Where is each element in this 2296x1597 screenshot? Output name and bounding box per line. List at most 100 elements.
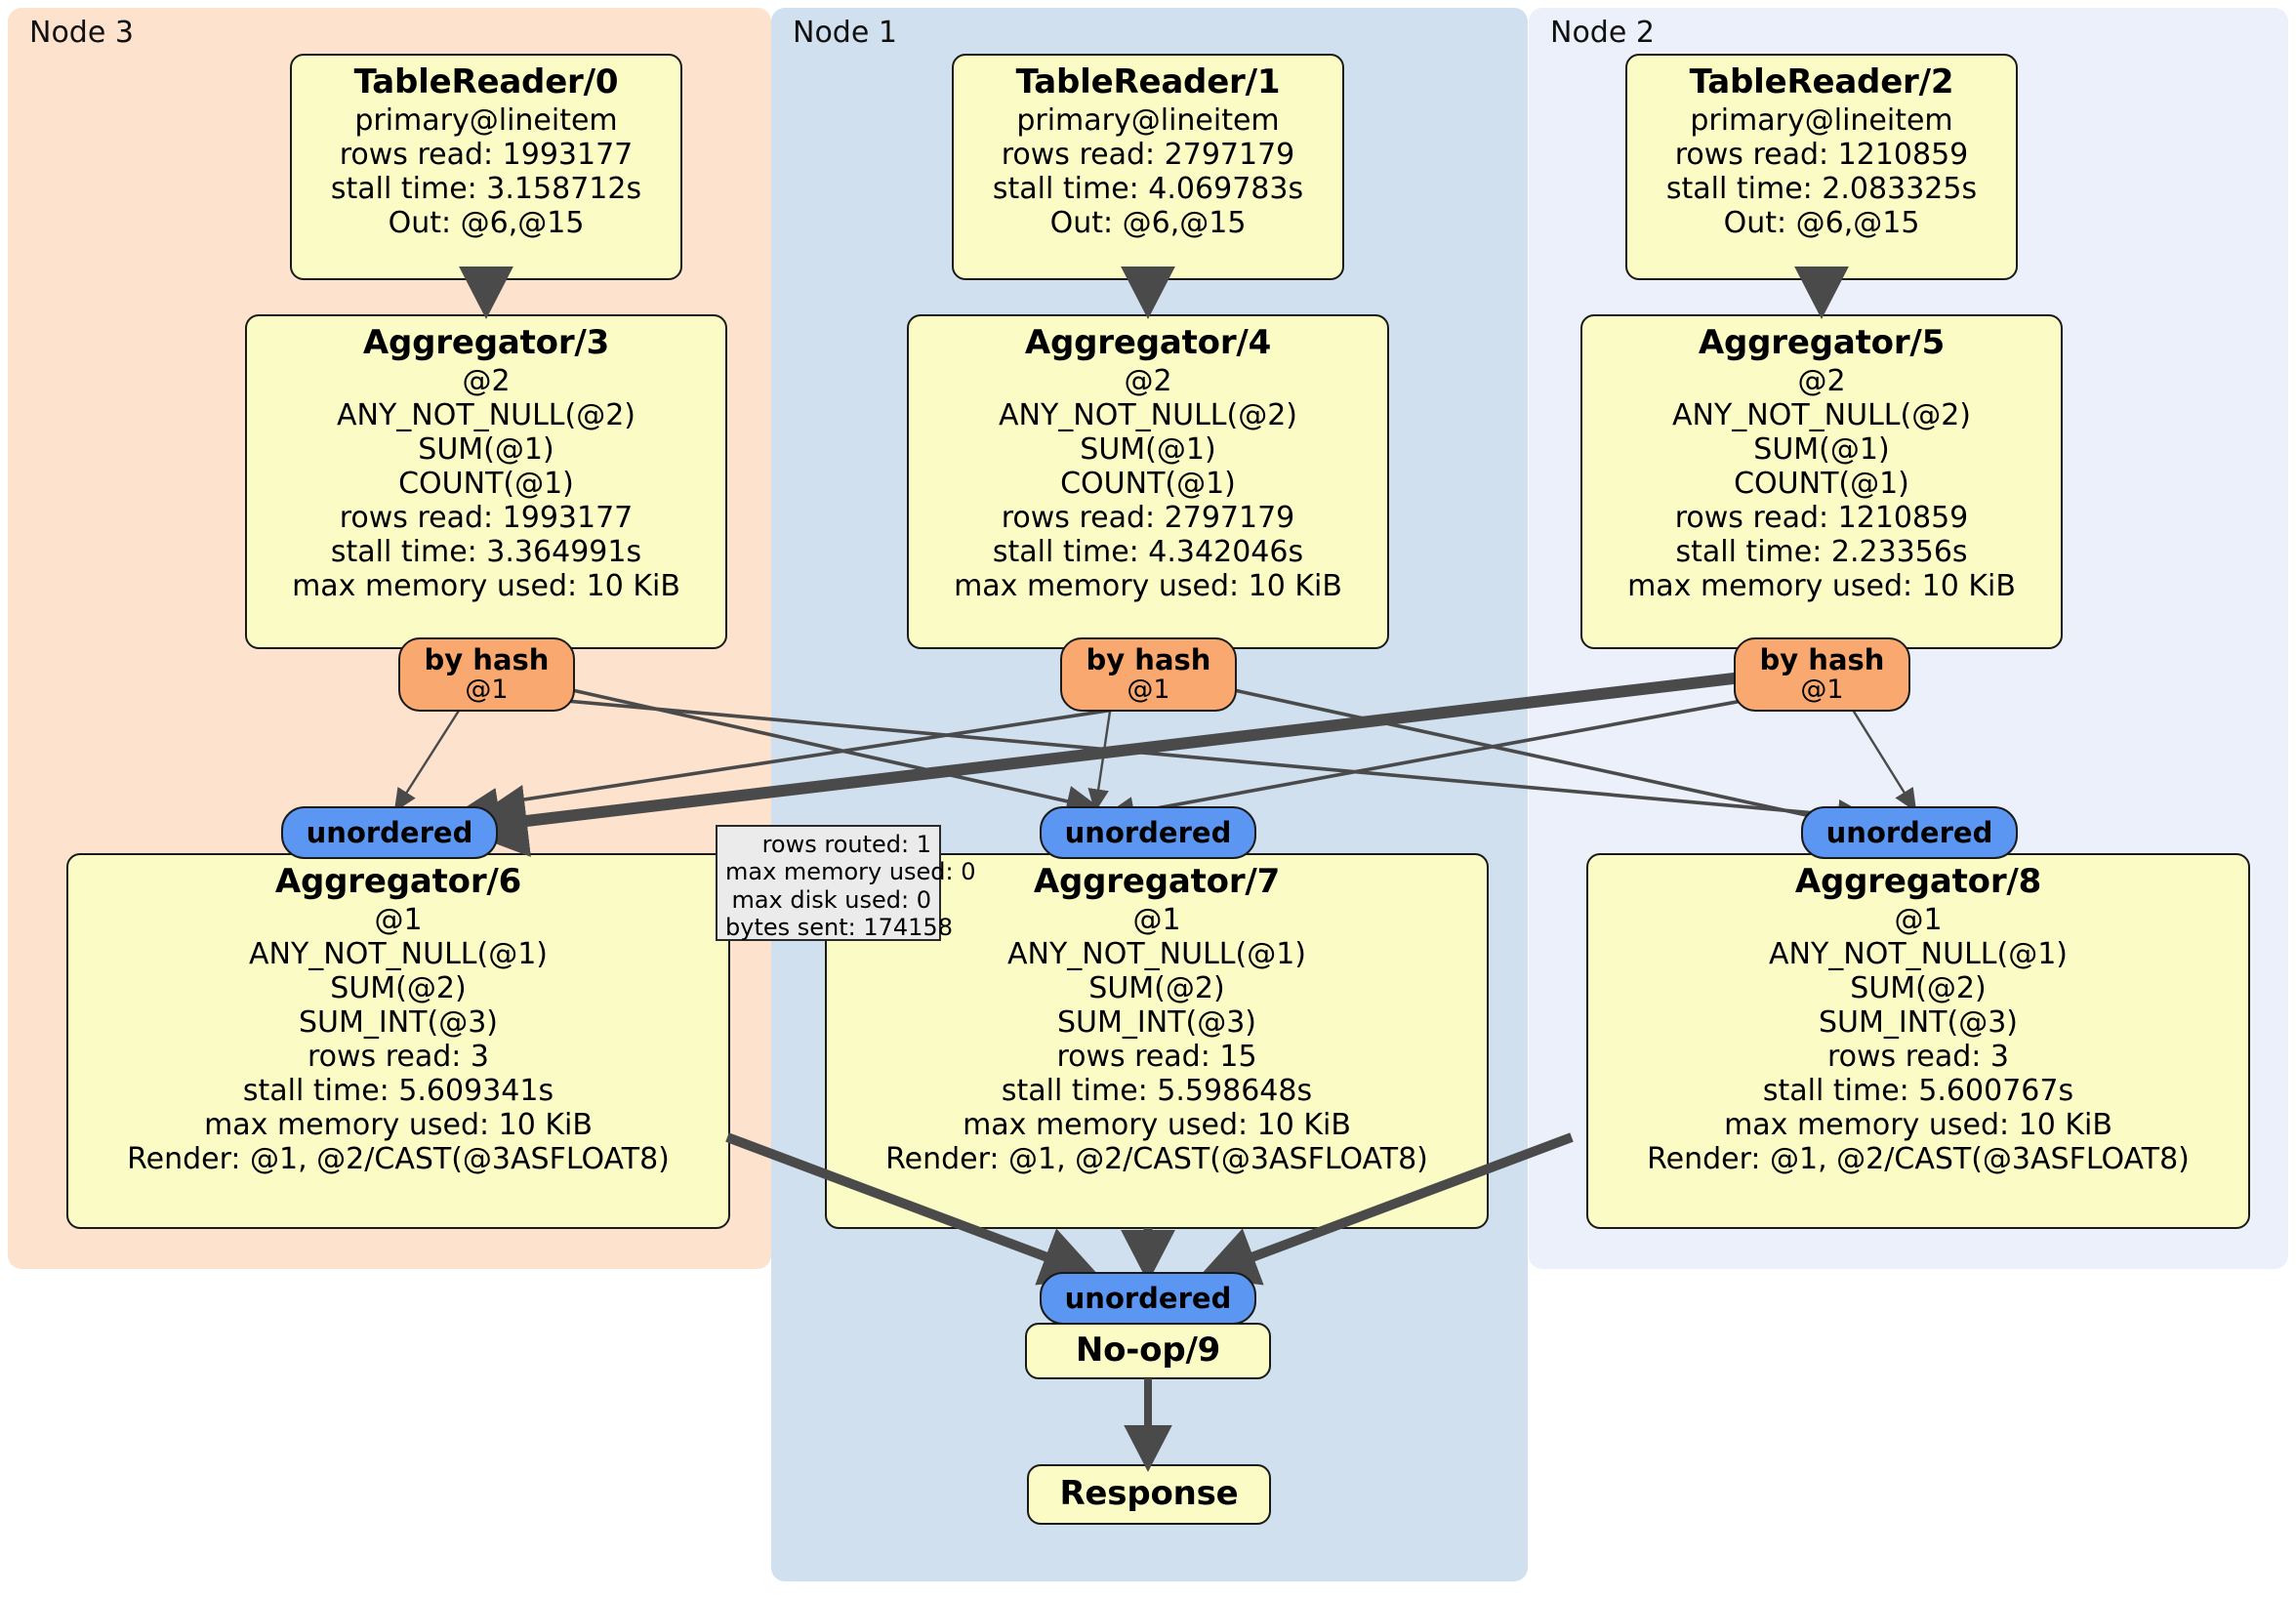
- operator-detail: max memory used: 10 KiB: [963, 1108, 1351, 1143]
- operator-title: TableReader/2: [1689, 62, 1954, 102]
- router-title: by hash: [1759, 642, 1885, 676]
- operator-title: No-op/9: [1075, 1331, 1221, 1371]
- operator-table-reader-1[interactable]: TableReader/1 primary@lineitem rows read…: [952, 54, 1344, 280]
- operator-detail: stall time: 5.609341s: [242, 1074, 554, 1109]
- operator-detail: rows read: 15: [1056, 1040, 1257, 1075]
- operator-detail: rows read: 2797179: [1001, 501, 1295, 536]
- operator-detail: ANY_NOT_NULL(@2): [337, 397, 636, 432]
- operator-detail: @2: [462, 363, 511, 398]
- router-title: unordered: [306, 815, 473, 849]
- operator-detail: rows read: 1993177: [339, 501, 634, 536]
- operator-table-reader-0[interactable]: TableReader/0 primary@lineitem rows read…: [290, 54, 682, 280]
- operator-detail: ANY_NOT_NULL(@1): [1007, 936, 1306, 971]
- operator-detail: rows read: 3: [307, 1040, 490, 1075]
- operator-detail: stall time: 2.083325s: [1665, 171, 1978, 206]
- operator-table-reader-2[interactable]: TableReader/2 primary@lineitem rows read…: [1625, 54, 2018, 280]
- operator-title: TableReader/1: [1015, 62, 1281, 102]
- operator-detail: rows read: 1210859: [1674, 137, 1969, 172]
- operator-detail: stall time: 2.23356s: [1675, 535, 1968, 570]
- router-subtitle: @1: [1800, 675, 1844, 706]
- cluster-label-node-3: Node 3: [29, 16, 134, 50]
- operator-detail: primary@lineitem: [1016, 102, 1280, 138]
- operator-detail: @2: [1797, 363, 1846, 398]
- router-unordered-8[interactable]: unordered: [1801, 806, 2018, 859]
- operator-detail: stall time: 5.600767s: [1762, 1074, 2074, 1109]
- operator-detail: stall time: 5.598648s: [1001, 1074, 1313, 1109]
- operator-detail: max memory used: 10 KiB: [954, 569, 1342, 604]
- operator-detail: Render: @1, @2/CAST(@3ASFLOAT8): [885, 1142, 1428, 1177]
- router-title: by hash: [1086, 642, 1211, 676]
- operator-detail: stall time: 3.158712s: [330, 171, 642, 206]
- operator-detail: Render: @1, @2/CAST(@3ASFLOAT8): [127, 1142, 670, 1177]
- operator-detail: Out: @6,@15: [388, 206, 585, 241]
- operator-detail: stall time: 4.069783s: [992, 171, 1304, 206]
- operator-response[interactable]: Response: [1027, 1464, 1271, 1525]
- operator-detail: ANY_NOT_NULL(@2): [999, 397, 1297, 432]
- router-unordered-6[interactable]: unordered: [281, 806, 498, 859]
- operator-detail: SUM(@2): [330, 970, 467, 1005]
- stats-line: rows routed: 1: [761, 831, 931, 858]
- router-subtitle: @1: [465, 675, 509, 706]
- operator-detail: @1: [1894, 902, 1943, 937]
- operator-detail: max memory used: 10 KiB: [1724, 1108, 2112, 1143]
- operator-noop-9[interactable]: No-op/9: [1025, 1323, 1271, 1379]
- stats-line: bytes sent: 174158: [725, 913, 953, 941]
- operator-aggregator-8[interactable]: Aggregator/8 @1 ANY_NOT_NULL(@1) SUM(@2)…: [1586, 853, 2250, 1229]
- router-title: by hash: [424, 642, 550, 676]
- operator-detail: SUM(@2): [1088, 970, 1225, 1005]
- router-unordered-7[interactable]: unordered: [1040, 806, 1256, 859]
- operator-detail: max memory used: 10 KiB: [1627, 569, 2016, 604]
- operator-detail: SUM(@1): [1080, 431, 1216, 467]
- router-by-hash-3[interactable]: by hash @1: [398, 637, 575, 712]
- operator-detail: Out: @6,@15: [1723, 206, 1920, 241]
- operator-detail: max memory used: 10 KiB: [292, 569, 680, 604]
- operator-title: Aggregator/5: [1698, 323, 1946, 362]
- stats-line: max disk used: 0: [731, 885, 931, 914]
- operator-detail: stall time: 3.364991s: [330, 535, 642, 570]
- operator-detail: SUM_INT(@3): [1819, 1005, 2018, 1041]
- router-unordered-9[interactable]: unordered: [1040, 1272, 1256, 1325]
- stream-stats-tooltip: rows routed: 1 max memory used: 0 max di…: [716, 825, 976, 941]
- operator-title: Aggregator/8: [1794, 862, 2042, 901]
- operator-aggregator-5[interactable]: Aggregator/5 @2 ANY_NOT_NULL(@2) SUM(@1)…: [1580, 314, 2063, 649]
- operator-detail: SUM(@2): [1850, 970, 1987, 1005]
- operator-detail: primary@lineitem: [354, 102, 618, 138]
- operator-detail: SUM(@1): [418, 431, 554, 467]
- router-by-hash-5[interactable]: by hash @1: [1734, 637, 1910, 712]
- operator-aggregator-3[interactable]: Aggregator/3 @2 ANY_NOT_NULL(@2) SUM(@1)…: [245, 314, 727, 649]
- operator-detail: COUNT(@1): [1060, 467, 1236, 502]
- operator-detail: rows read: 1993177: [339, 137, 634, 172]
- operator-detail: Render: @1, @2/CAST(@3ASFLOAT8): [1647, 1142, 2190, 1177]
- operator-title: Aggregator/7: [1033, 862, 1281, 901]
- operator-detail: @2: [1124, 363, 1172, 398]
- operator-detail: stall time: 4.342046s: [992, 535, 1304, 570]
- operator-detail: rows read: 3: [1826, 1040, 2010, 1075]
- operator-title: Aggregator/3: [362, 323, 610, 362]
- operator-aggregator-6[interactable]: Aggregator/6 @1 ANY_NOT_NULL(@1) SUM(@2)…: [66, 853, 730, 1229]
- operator-aggregator-4[interactable]: Aggregator/4 @2 ANY_NOT_NULL(@2) SUM(@1)…: [907, 314, 1389, 649]
- operator-detail: ANY_NOT_NULL(@1): [1769, 936, 2068, 971]
- router-title: unordered: [1825, 815, 1993, 849]
- operator-title: Response: [1059, 1474, 1239, 1514]
- cluster-label-node-1: Node 1: [793, 16, 897, 50]
- operator-title: Aggregator/4: [1024, 323, 1272, 362]
- operator-detail: max memory used: 10 KiB: [204, 1108, 593, 1143]
- operator-detail: ANY_NOT_NULL(@2): [1672, 397, 1971, 432]
- operator-detail: ANY_NOT_NULL(@1): [249, 936, 548, 971]
- operator-detail: Out: @6,@15: [1049, 206, 1247, 241]
- router-subtitle: @1: [1127, 675, 1170, 706]
- operator-detail: rows read: 1210859: [1674, 501, 1969, 536]
- operator-title: TableReader/0: [353, 62, 619, 102]
- operator-detail: COUNT(@1): [398, 467, 574, 502]
- operator-detail: @1: [374, 902, 423, 937]
- operator-detail: SUM(@1): [1753, 431, 1890, 467]
- router-title: unordered: [1064, 815, 1232, 849]
- operator-title: Aggregator/6: [274, 862, 522, 901]
- router-title: unordered: [1064, 1281, 1232, 1315]
- operator-detail: SUM_INT(@3): [1057, 1005, 1256, 1041]
- cluster-label-node-2: Node 2: [1550, 16, 1655, 50]
- router-by-hash-4[interactable]: by hash @1: [1060, 637, 1237, 712]
- operator-detail: COUNT(@1): [1734, 467, 1909, 502]
- operator-detail: @1: [1132, 902, 1181, 937]
